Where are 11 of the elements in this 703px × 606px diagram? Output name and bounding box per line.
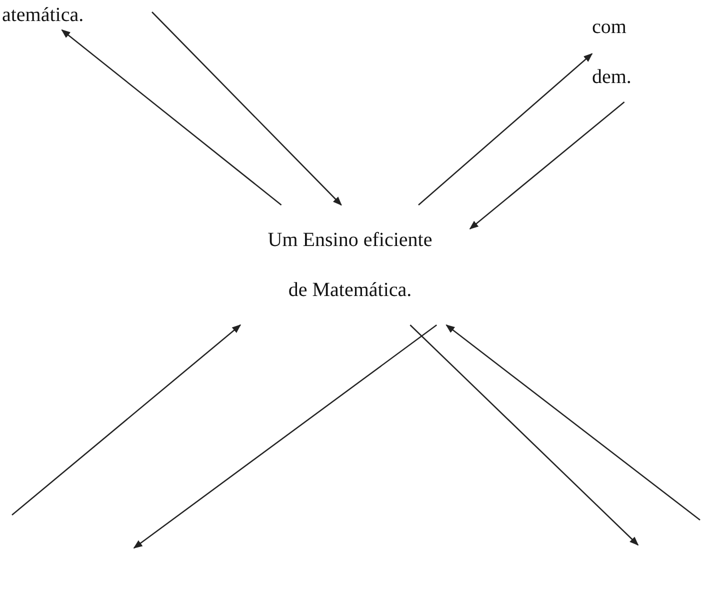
text-label: Um Ensino eficiente de Matemática. (230, 205, 470, 325)
arrow (152, 12, 342, 206)
arrow (469, 102, 625, 230)
text-label: com dem. (592, 2, 652, 102)
arrow (133, 324, 438, 549)
arrow (446, 324, 700, 521)
arrow (418, 53, 593, 206)
arrow (12, 324, 242, 516)
arrow (61, 29, 282, 206)
arrow (410, 324, 639, 546)
text-label: atemática. (2, 0, 102, 30)
